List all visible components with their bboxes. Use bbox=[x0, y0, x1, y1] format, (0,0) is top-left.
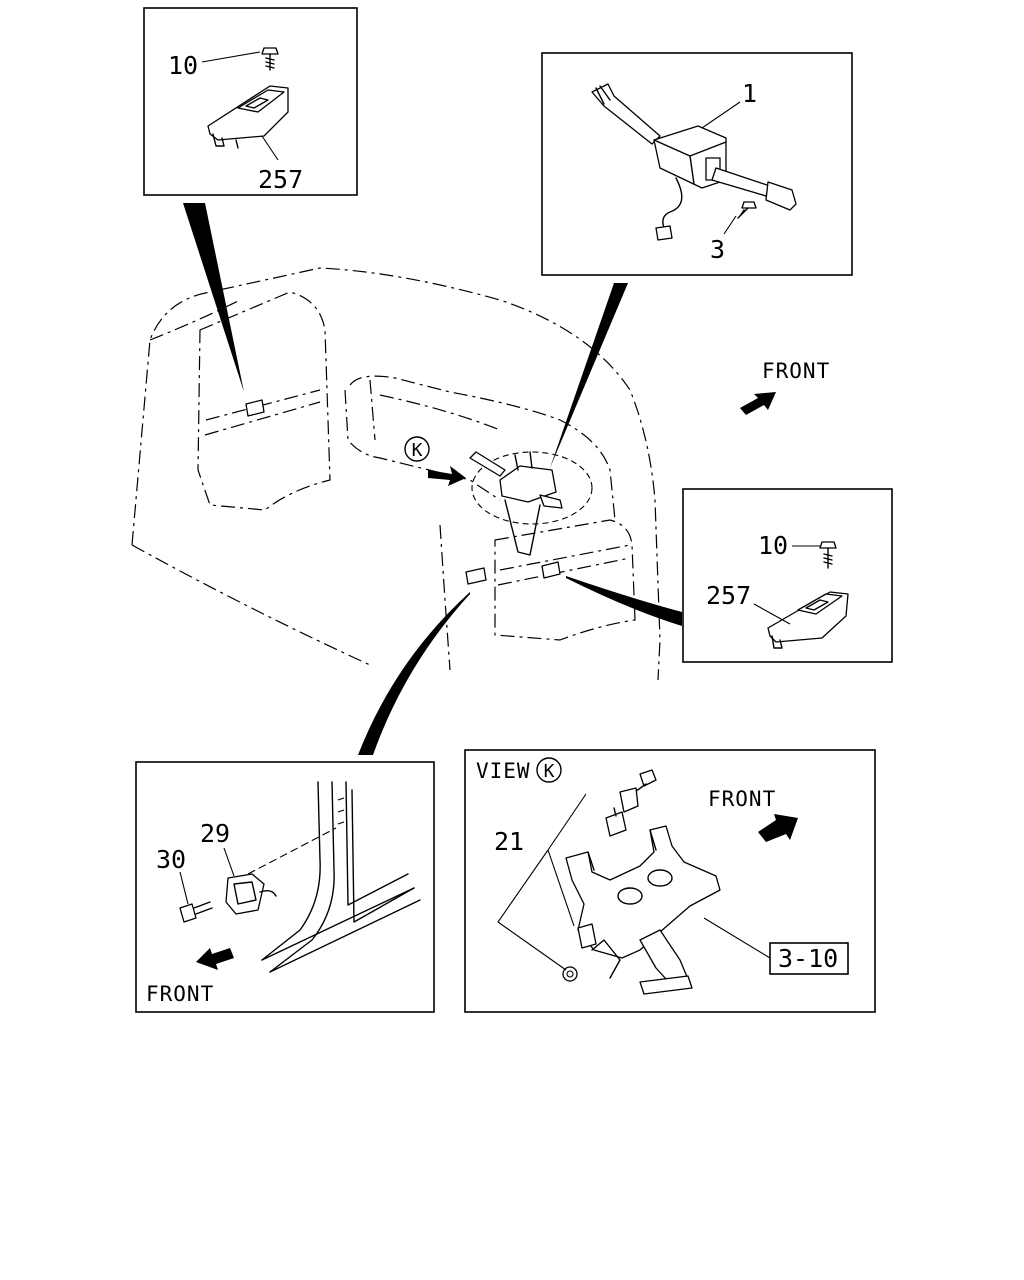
switch-label-29: 29 bbox=[200, 819, 230, 848]
screw-label-10: 10 bbox=[168, 51, 198, 80]
leader-wedges bbox=[183, 203, 682, 755]
view-k-marker-inset: K bbox=[544, 761, 555, 782]
inset-bottom-left: 29 30 FRONT bbox=[135, 761, 435, 1013]
reference-label-3-10: 3-10 bbox=[778, 944, 838, 973]
bracket-label-21: 21 bbox=[494, 827, 524, 856]
view-label: VIEW bbox=[476, 759, 531, 783]
switch-label-257: 257 bbox=[258, 165, 303, 194]
inset-right: 10 257 bbox=[682, 488, 893, 663]
bolt-label-30: 30 bbox=[156, 845, 186, 874]
combo-switch-label-1: 1 bbox=[742, 79, 757, 108]
front-label-bottom-right: FRONT bbox=[708, 787, 776, 811]
inset-top-left: 10 257 bbox=[143, 7, 358, 196]
screw-label-3: 3 bbox=[710, 235, 725, 264]
view-k-marker: K bbox=[412, 440, 423, 461]
cab-interior-view: FRONT K bbox=[131, 267, 830, 681]
inset-top-right: 1 3 bbox=[541, 52, 853, 276]
front-label: FRONT bbox=[762, 359, 830, 383]
switch-label-257-right: 257 bbox=[706, 581, 751, 610]
screw-label-10-right: 10 bbox=[758, 531, 788, 560]
inset-bottom-right: VIEW K FRONT 21 3-10 bbox=[464, 749, 876, 1013]
front-label-bottom-left: FRONT bbox=[146, 982, 214, 1006]
